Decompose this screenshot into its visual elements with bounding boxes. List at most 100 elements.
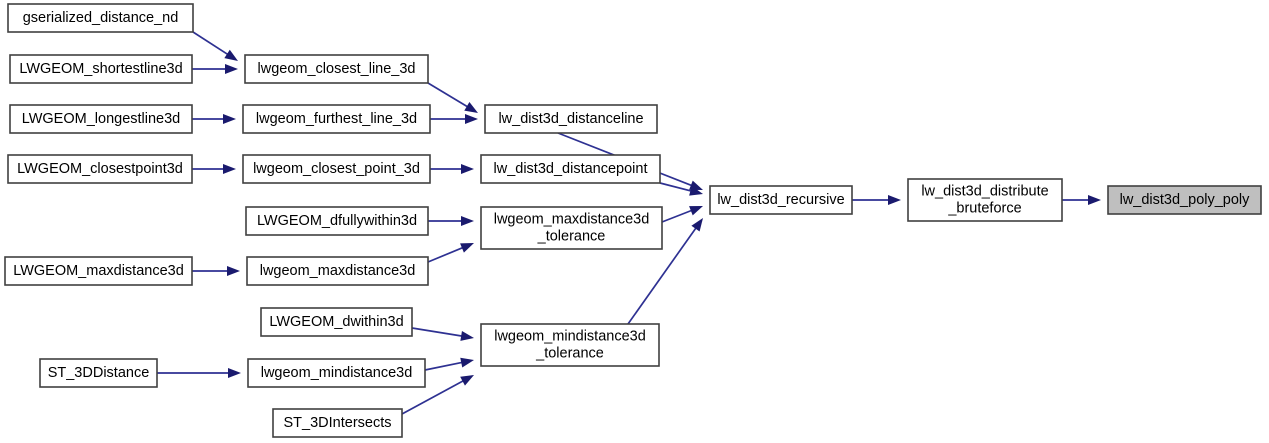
node-label: lw_dist3d_distancepoint — [494, 161, 648, 177]
node-label: ST_3DIntersects — [284, 415, 392, 431]
node-box[interactable] — [7, 154, 193, 184]
edges-layer — [157, 31, 1101, 415]
node-box[interactable] — [242, 104, 431, 134]
node-label: gserialized_distance_nd — [23, 10, 179, 26]
node-box[interactable] — [9, 54, 193, 84]
node-lwgeom_maxdistance3d_tolerance[interactable]: lwgeom_maxdistance3d_tolerance — [480, 206, 663, 250]
node-lw_dist3d_poly_poly[interactable]: lw_dist3d_poly_poly — [1107, 185, 1262, 215]
edge-arrowhead — [223, 164, 236, 174]
edge-arrowhead — [224, 49, 238, 61]
node-gserialized_distance_nd[interactable]: gserialized_distance_nd — [7, 3, 194, 33]
edge-arrowhead — [465, 114, 478, 124]
node-label: ST_3DDistance — [48, 365, 150, 381]
node-box[interactable] — [7, 3, 194, 33]
node-ST_3DDistance[interactable]: ST_3DDistance — [39, 358, 158, 388]
edge-arrowhead — [227, 266, 240, 276]
node-lw_dist3d_distribute_bruteforce[interactable]: lw_dist3d_distribute_bruteforce — [907, 178, 1063, 222]
node-box[interactable] — [4, 256, 193, 286]
edge-lwgeom_mindistance3d_tolerance-to-lw_dist3d_recursive — [627, 218, 703, 325]
node-box[interactable] — [907, 178, 1063, 222]
edge-line — [659, 182, 693, 193]
node-label: lwgeom_mindistance3d — [494, 328, 646, 344]
node-lw_dist3d_distancepoint[interactable]: lw_dist3d_distancepoint — [480, 154, 661, 184]
node-label: LWGEOM_closestpoint3d — [17, 161, 183, 177]
edge-line — [411, 327, 464, 338]
node-label: lw_dist3d_distanceline — [498, 111, 643, 127]
node-box[interactable] — [1107, 185, 1262, 215]
node-label: lwgeom_furthest_line_3d — [256, 111, 417, 127]
edge-lwgeom_closest_point_3d-to-lw_dist3d_distancepoint — [430, 164, 474, 174]
node-lw_dist3d_recursive[interactable]: lw_dist3d_recursive — [709, 185, 853, 215]
node-box[interactable] — [484, 104, 658, 134]
edge-gserialized_distance_nd-to-lwgeom_closest_line_3d — [192, 31, 238, 61]
node-label: LWGEOM_dwithin3d — [269, 314, 403, 330]
edge-ST_3DIntersects-to-lwgeom_mindistance3d_tolerance — [401, 375, 474, 415]
node-label: lw_dist3d_poly_poly — [1120, 192, 1251, 208]
edge-LWGEOM_longestline3d-to-lwgeom_furthest_line_3d — [192, 114, 236, 124]
node-box[interactable] — [480, 206, 663, 250]
edge-line — [401, 379, 465, 415]
node-label: lwgeom_closest_point_3d — [253, 161, 420, 177]
edge-arrowhead — [460, 357, 474, 368]
edge-arrowhead — [225, 64, 238, 74]
node-box[interactable] — [272, 408, 403, 438]
node-lwgeom_maxdistance3d[interactable]: lwgeom_maxdistance3d — [246, 256, 429, 286]
edge-arrowhead — [460, 243, 474, 253]
node-label: LWGEOM_longestline3d — [22, 111, 181, 127]
node-lwgeom_closest_line_3d[interactable]: lwgeom_closest_line_3d — [244, 54, 429, 84]
node-box[interactable] — [39, 358, 158, 388]
node-label: lwgeom_maxdistance3d — [260, 263, 416, 279]
edge-LWGEOM_dwithin3d-to-lwgeom_mindistance3d_tolerance — [411, 327, 474, 341]
edge-arrowhead — [460, 330, 474, 341]
node-LWGEOM_dfullywithin3d[interactable]: LWGEOM_dfullywithin3d — [245, 206, 429, 236]
node-label: _tolerance — [535, 345, 604, 361]
edge-lwgeom_maxdistance3d_tolerance-to-lw_dist3d_recursive — [661, 206, 703, 223]
node-box[interactable] — [246, 256, 429, 286]
edge-lwgeom_maxdistance3d-to-lwgeom_maxdistance3d_tolerance — [427, 243, 474, 263]
node-label: LWGEOM_maxdistance3d — [13, 263, 184, 279]
edge-LWGEOM_closestpoint3d-to-lwgeom_closest_point_3d — [192, 164, 236, 174]
node-box[interactable] — [242, 154, 431, 184]
node-box[interactable] — [247, 358, 426, 388]
node-box[interactable] — [245, 206, 429, 236]
edge-lw_dist3d_recursive-to-lw_dist3d_distribute_bruteforce — [852, 195, 901, 205]
node-label: LWGEOM_dfullywithin3d — [257, 213, 417, 229]
node-lwgeom_closest_point_3d[interactable]: lwgeom_closest_point_3d — [242, 154, 431, 184]
edge-lwgeom_furthest_line_3d-to-lw_dist3d_distanceline — [430, 114, 478, 124]
edge-lwgeom_closest_line_3d-to-lw_dist3d_distanceline — [427, 82, 478, 113]
edge-line — [427, 82, 470, 109]
node-LWGEOM_maxdistance3d[interactable]: LWGEOM_maxdistance3d — [4, 256, 193, 286]
node-label: lwgeom_closest_line_3d — [258, 61, 416, 77]
node-box[interactable] — [260, 307, 413, 337]
node-lwgeom_mindistance3d_tolerance[interactable]: lwgeom_mindistance3d_tolerance — [480, 323, 660, 367]
edge-line — [424, 361, 464, 371]
node-box[interactable] — [480, 323, 660, 367]
node-LWGEOM_dwithin3d[interactable]: LWGEOM_dwithin3d — [260, 307, 413, 337]
node-label: LWGEOM_shortestline3d — [19, 61, 182, 77]
node-ST_3DIntersects[interactable]: ST_3DIntersects — [272, 408, 403, 438]
node-LWGEOM_closestpoint3d[interactable]: LWGEOM_closestpoint3d — [7, 154, 193, 184]
edge-arrowhead — [691, 218, 703, 232]
node-LWGEOM_longestline3d[interactable]: LWGEOM_longestline3d — [9, 104, 193, 134]
node-lwgeom_mindistance3d[interactable]: lwgeom_mindistance3d — [247, 358, 426, 388]
nodes-layer: gserialized_distance_ndLWGEOM_shortestli… — [4, 3, 1262, 438]
node-box[interactable] — [244, 54, 429, 84]
node-label: _tolerance — [537, 228, 606, 244]
edge-line — [192, 31, 230, 56]
edge-arrowhead — [461, 164, 474, 174]
node-lw_dist3d_distanceline[interactable]: lw_dist3d_distanceline — [484, 104, 658, 134]
node-box[interactable] — [480, 154, 661, 184]
node-box[interactable] — [9, 104, 193, 134]
edge-arrowhead — [689, 206, 703, 216]
node-LWGEOM_shortestline3d[interactable]: LWGEOM_shortestline3d — [9, 54, 193, 84]
edge-LWGEOM_shortestline3d-to-lwgeom_closest_line_3d — [192, 64, 238, 74]
node-lwgeom_furthest_line_3d[interactable]: lwgeom_furthest_line_3d — [242, 104, 431, 134]
node-box[interactable] — [709, 185, 853, 215]
edge-lw_dist3d_distancepoint-to-lw_dist3d_recursive — [659, 182, 703, 196]
edge-lwgeom_mindistance3d-to-lwgeom_mindistance3d_tolerance — [424, 357, 474, 371]
edge-line — [627, 226, 698, 325]
edge-arrowhead — [460, 375, 474, 386]
edge-arrowhead — [1088, 195, 1101, 205]
